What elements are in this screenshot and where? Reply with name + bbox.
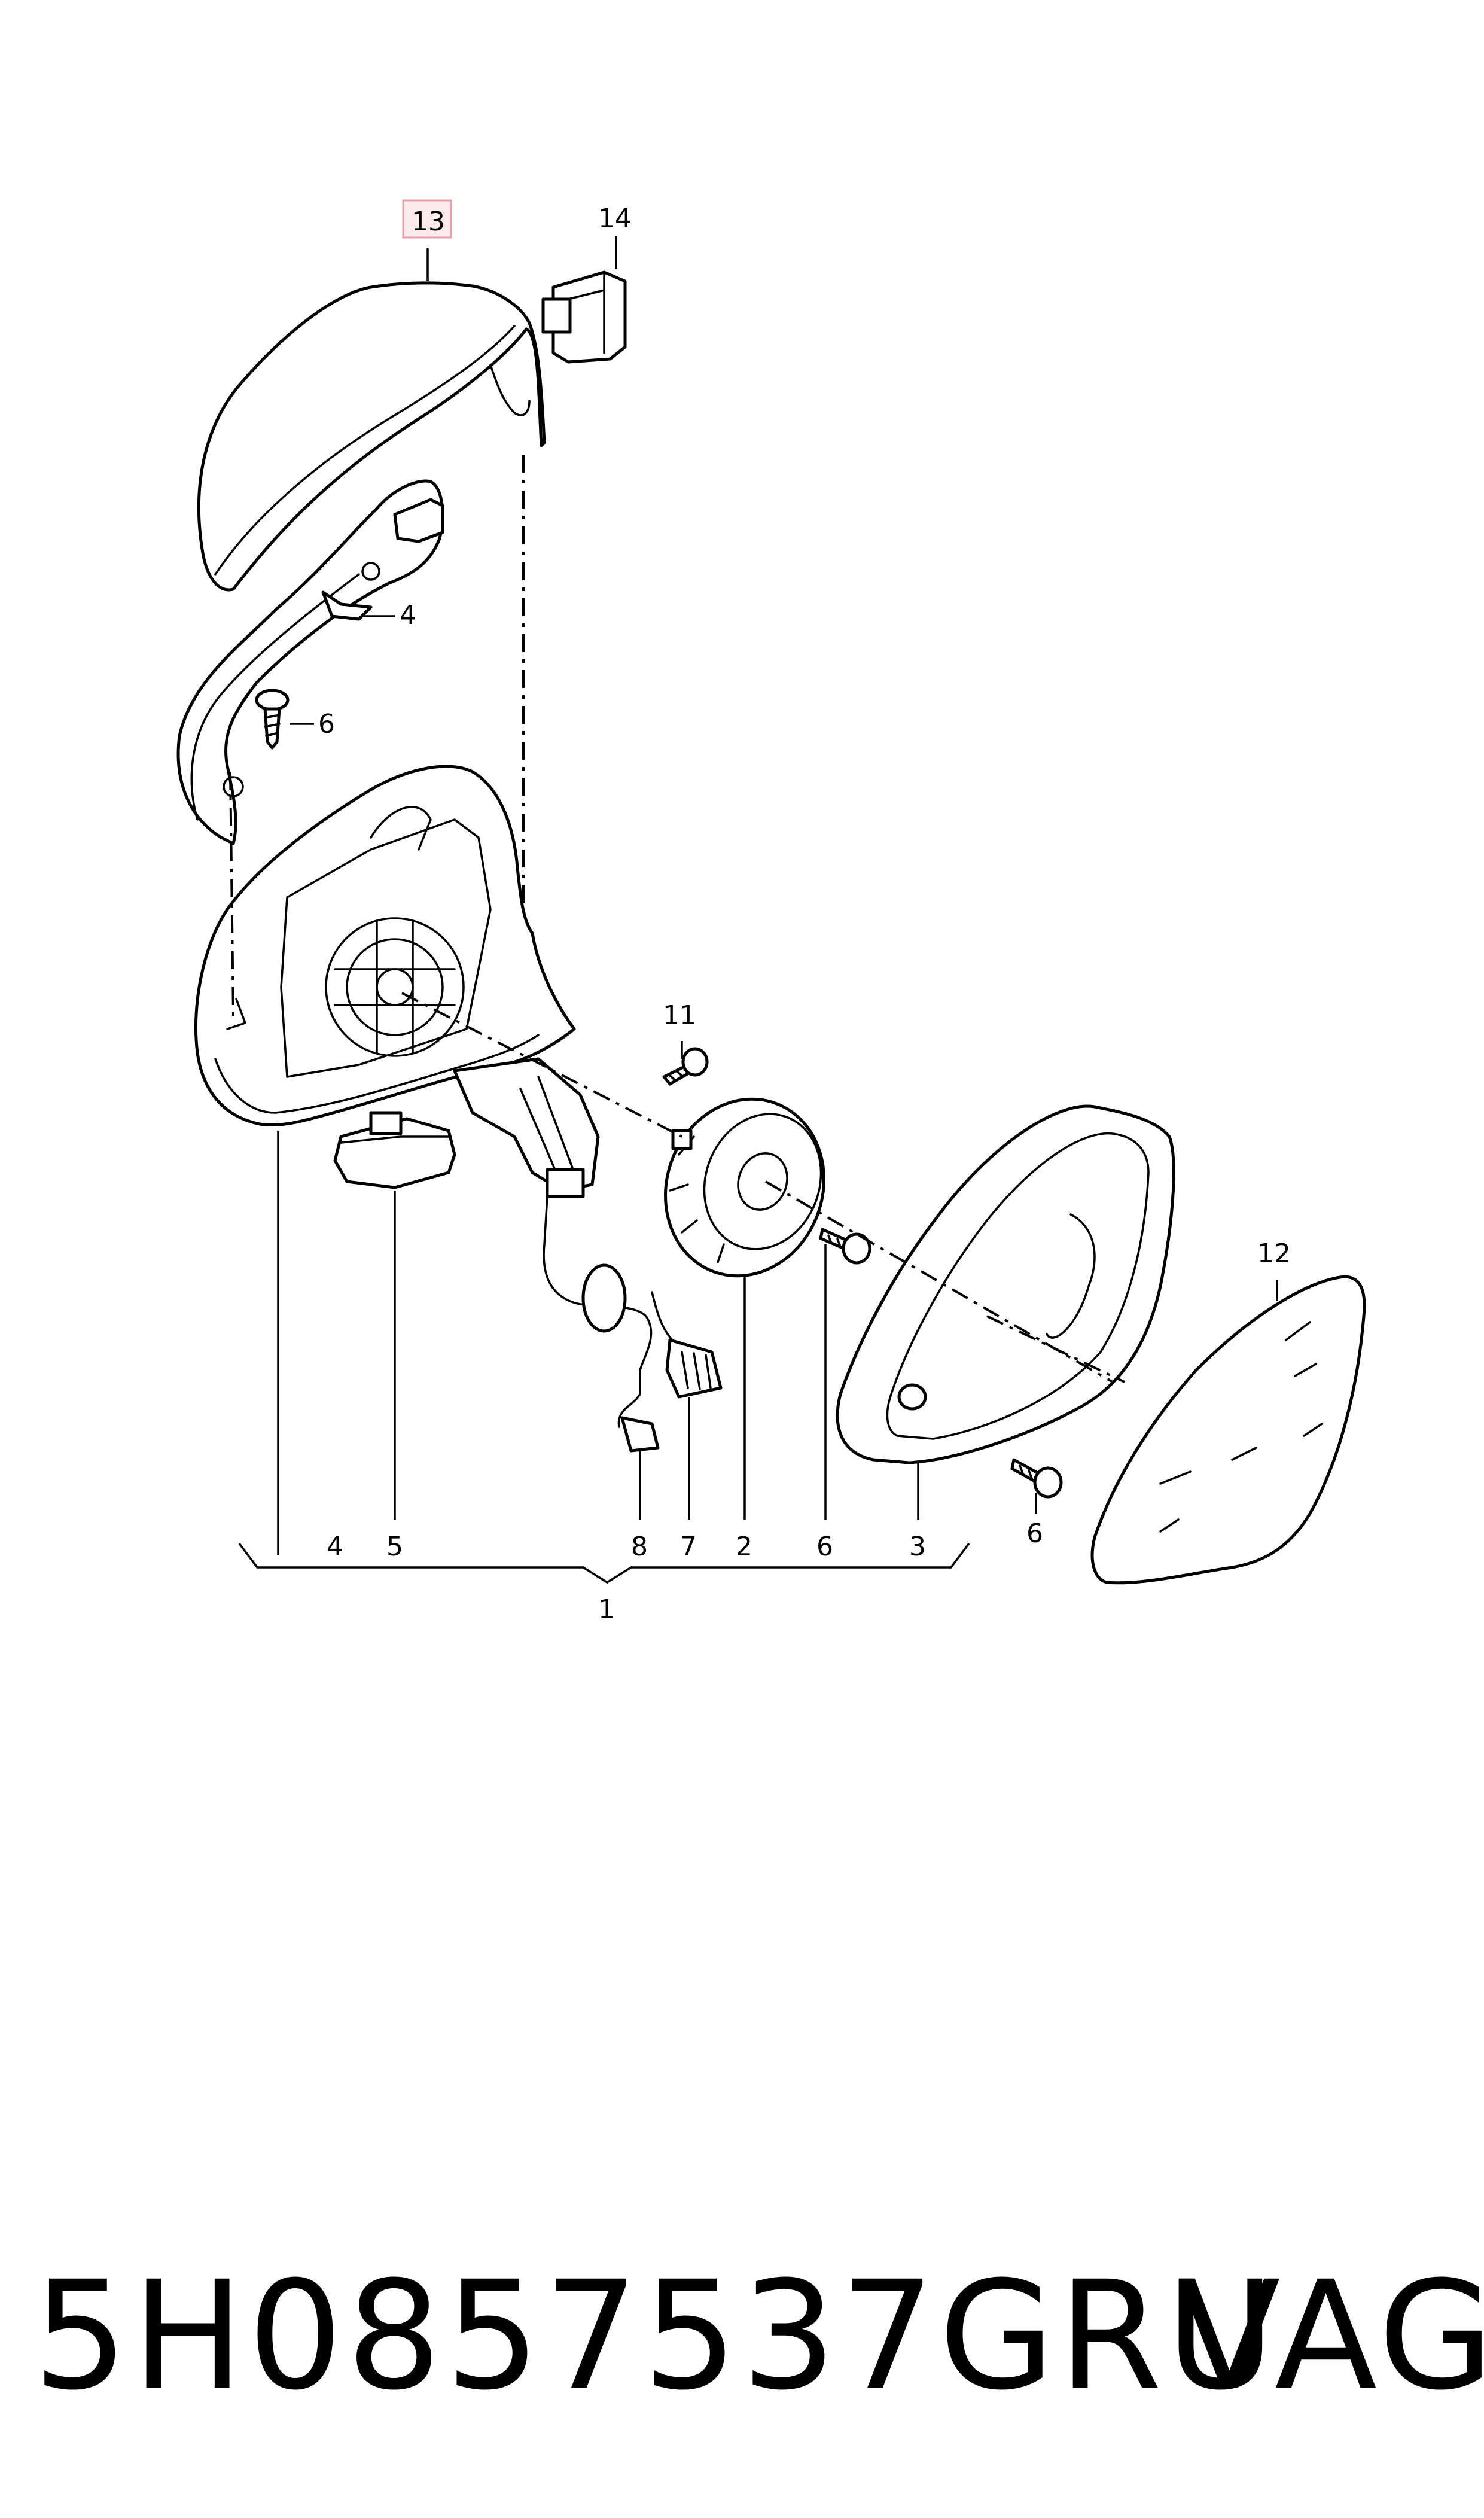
highlight-box-13 (402, 199, 452, 239)
callout-12[interactable]: 12 (1257, 1238, 1291, 1269)
callout-2[interactable]: 2 (736, 1531, 752, 1562)
module-part-14 (541, 270, 627, 364)
callout-3[interactable]: 3 (909, 1531, 926, 1562)
turn-signal-strip-part (176, 479, 444, 845)
callout-4-upper[interactable]: 4 (400, 600, 416, 631)
callout-5[interactable]: 5 (386, 1531, 403, 1562)
screw-part-6-upper (255, 689, 290, 750)
mirror-housing-part (194, 765, 600, 1198)
callout-7[interactable]: 7 (680, 1531, 697, 1562)
mirror-carrier-part (836, 1104, 1175, 1464)
callout-14[interactable]: 14 (598, 203, 632, 234)
leader-lines (238, 236, 1278, 1584)
assembly-axes (229, 455, 1125, 1383)
mirror-glass-part (1090, 1275, 1366, 1585)
brand-name: VAG (1178, 2249, 1484, 2423)
callout-11[interactable]: 11 (663, 1000, 696, 1031)
screw-part-6-lower (1010, 1458, 1063, 1499)
mirror-cap-part (197, 281, 546, 592)
callout-6-upper[interactable]: 6 (318, 709, 335, 739)
wiring-harness-part (543, 1195, 723, 1453)
adjustment-motor-part (664, 1097, 825, 1278)
caption: 5H0857537GRU VAG (33, 2246, 1484, 2426)
screw-part-11 (662, 1047, 709, 1086)
callout-13[interactable]: 13 (412, 206, 445, 237)
part-number: 5H0857537GRU (33, 2249, 1279, 2423)
callout-6-lower[interactable]: 6 (1026, 1518, 1043, 1549)
callout-1[interactable]: 1 (598, 1594, 615, 1625)
screw-part-6-middle (819, 1228, 871, 1265)
callout-labels: 13 14 4 6 11 12 6 4 5 8 7 2 6 3 1 (318, 199, 1291, 1625)
callout-8[interactable]: 8 (631, 1531, 648, 1562)
callout-4-lower[interactable]: 4 (327, 1531, 343, 1562)
module-part-5 (333, 1111, 456, 1189)
callout-6-middle[interactable]: 6 (816, 1531, 833, 1562)
